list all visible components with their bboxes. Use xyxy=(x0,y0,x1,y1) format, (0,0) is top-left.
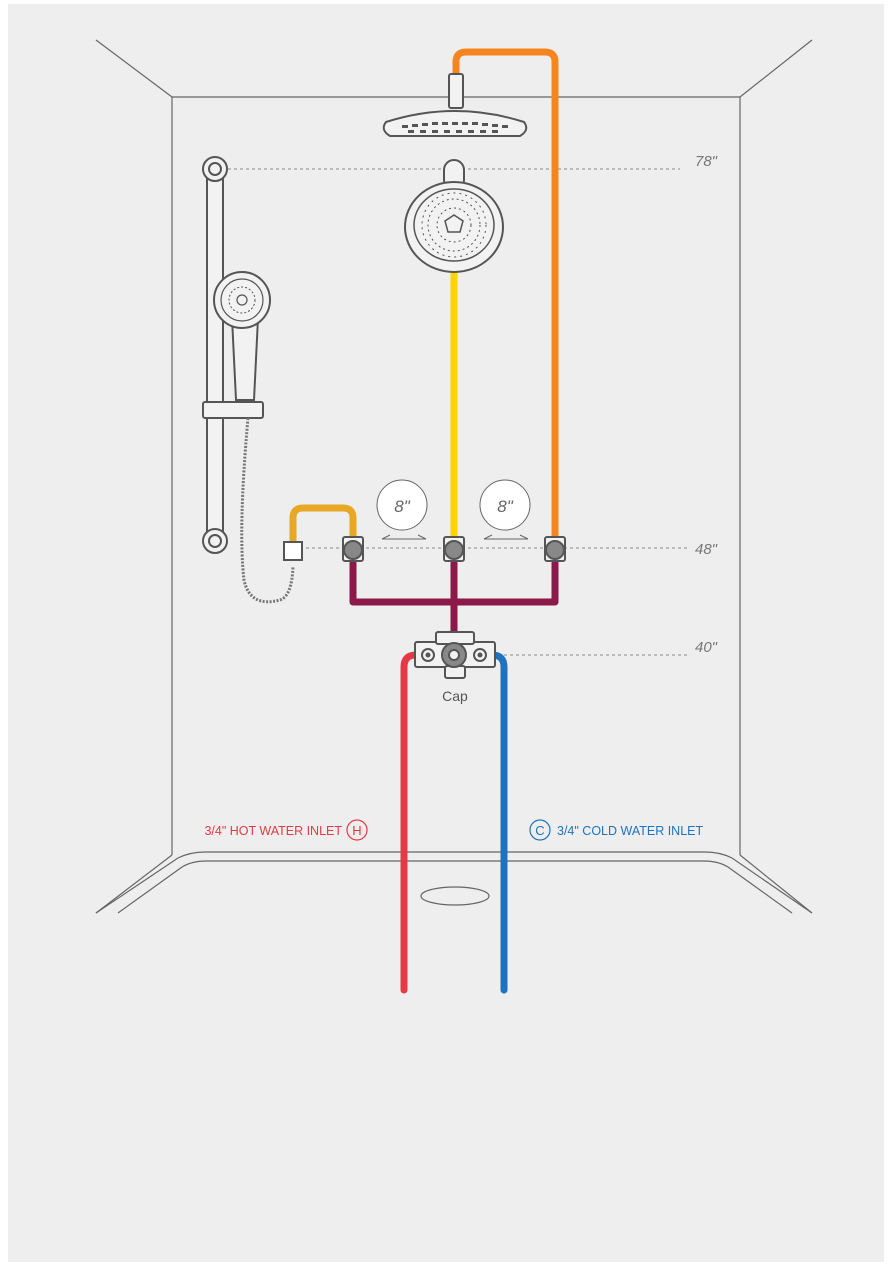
slide-bar xyxy=(202,156,264,554)
hot-symbol: H xyxy=(352,823,361,838)
hot-inlet-label: 3/4" HOT WATER INLET xyxy=(204,824,342,838)
cap-label: Cap xyxy=(442,688,468,704)
hand-shower xyxy=(213,271,271,401)
spacing-label-right: 8" xyxy=(497,497,513,516)
mixing-valve xyxy=(414,631,496,679)
drain xyxy=(420,886,490,906)
dimension-label-78: 78" xyxy=(695,153,718,170)
spacing-bubble-left xyxy=(376,479,428,531)
hot-water-pipe xyxy=(400,651,420,994)
spacing-label-left: 8" xyxy=(394,497,410,516)
dimension-label-40: 40" xyxy=(695,639,718,656)
hand-shower-hose xyxy=(240,417,295,604)
cold-inlet-label: 3/4" COLD WATER INLET xyxy=(557,824,703,838)
diverter-valves xyxy=(342,536,566,562)
rain-head-supply-pipe xyxy=(452,48,559,544)
fixed-shower-head xyxy=(404,159,504,273)
spacing-left xyxy=(376,479,428,540)
valve-hand-shower xyxy=(342,536,364,562)
rain-shower-head xyxy=(382,73,528,137)
wall-outlet xyxy=(283,541,303,561)
dimension-lines xyxy=(228,168,688,656)
valve-shower-head xyxy=(443,536,465,562)
cold-symbol-circle xyxy=(529,819,551,841)
shower-tray xyxy=(95,851,813,914)
spacing-arrow-left xyxy=(381,534,427,540)
spacing-right xyxy=(479,479,531,540)
dimension-label-48: 48" xyxy=(695,541,718,558)
hand-shower-supply-pipe xyxy=(289,504,357,546)
spacing-arrow-right xyxy=(483,534,529,540)
cold-symbol: C xyxy=(535,823,544,838)
hot-symbol-circle xyxy=(346,819,368,841)
spacing-bubble-right xyxy=(479,479,531,531)
manifold-pipe xyxy=(349,559,559,644)
valve-rain-head xyxy=(544,536,566,562)
